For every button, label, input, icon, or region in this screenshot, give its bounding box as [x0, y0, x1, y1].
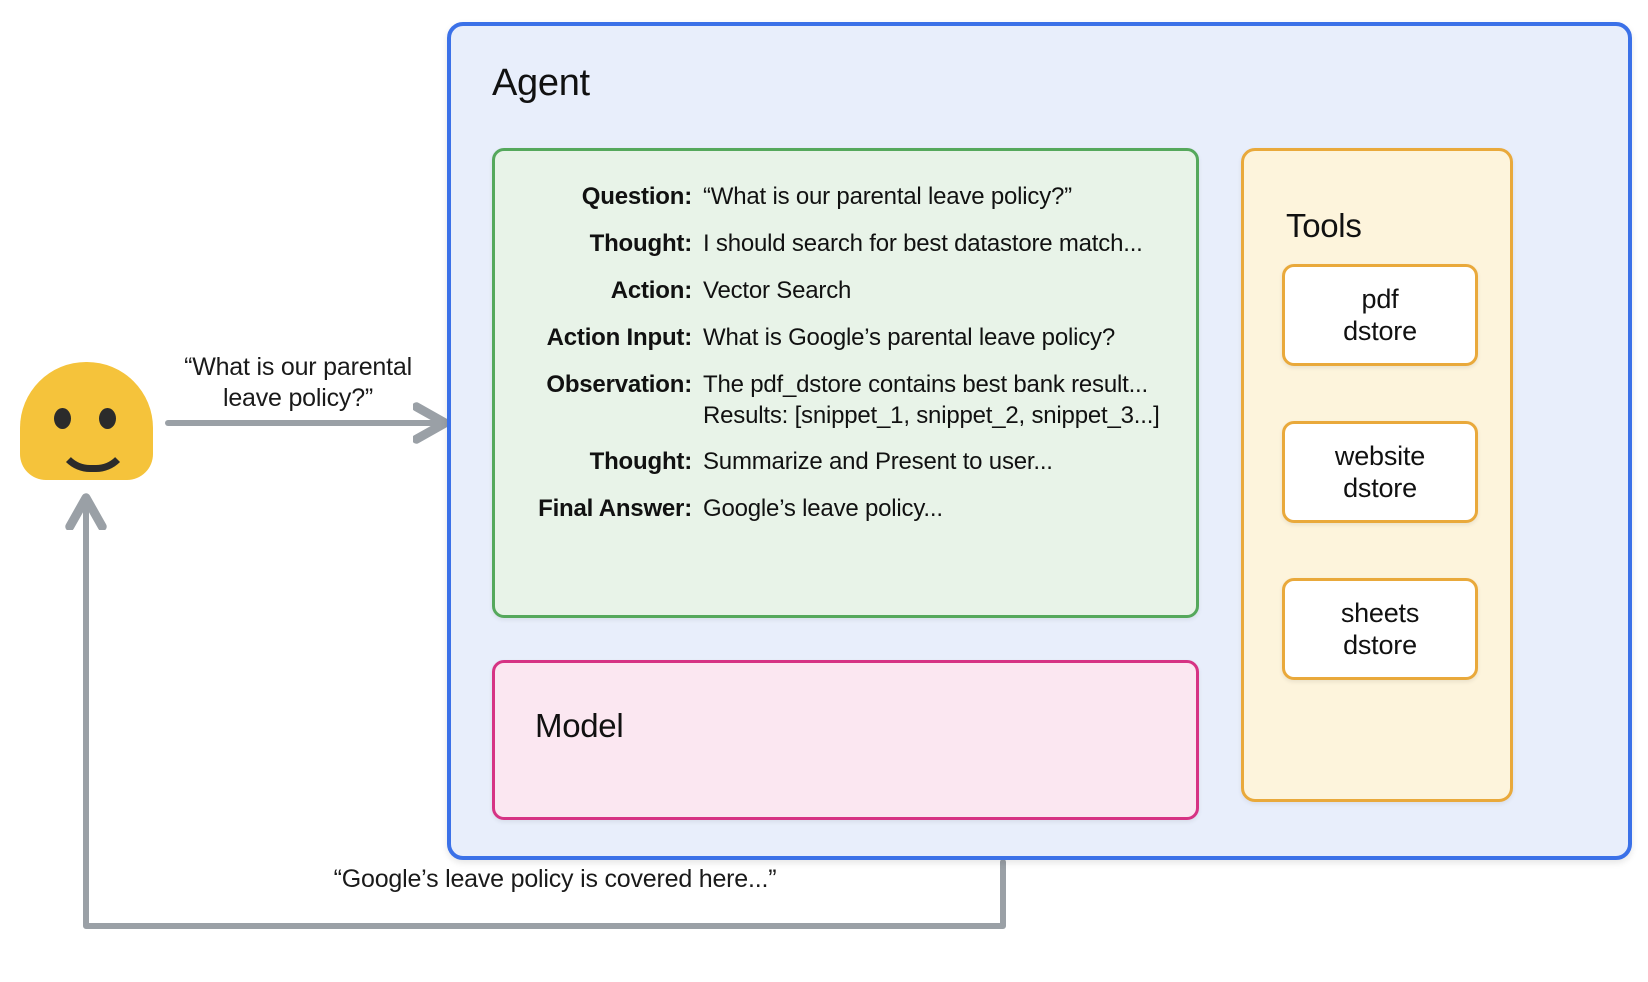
avatar-eye-right-icon — [99, 408, 116, 429]
react-row-final-answer: Final Answer: Google’s leave policy... — [495, 493, 1202, 524]
agent-answer-caption: “Google’s leave policy is covered here..… — [333, 865, 777, 893]
user-question-caption: “What is our parental leave policy?” — [184, 353, 412, 412]
react-value-final-answer: Google’s leave policy... — [703, 495, 943, 522]
react-label-thought-1: Thought: — [589, 230, 693, 257]
user-avatar — [20, 362, 153, 480]
avatar-smile-icon — [56, 428, 130, 472]
tools-list: pdf dstore website dstore sheets dstore — [1282, 264, 1478, 735]
react-trace-rows: Question: “What is our parental leave po… — [495, 181, 1202, 540]
tool-card-pdf-dstore[interactable]: pdf dstore — [1282, 264, 1478, 366]
react-value-observation: The pdf_dstore contains best bank result… — [703, 371, 1160, 429]
react-row-thought-2: Thought: Summarize and Present to user..… — [495, 446, 1202, 477]
react-trace-panel: Question: “What is our parental leave po… — [492, 148, 1199, 618]
react-label-final-answer: Final Answer: — [538, 495, 692, 522]
react-label-action: Action: — [610, 277, 692, 304]
agent-title: Agent — [492, 62, 590, 104]
tool-card-sheets-dstore[interactable]: sheets dstore — [1282, 578, 1478, 680]
tools-panel: Tools pdf dstore website dstore sheets d… — [1241, 148, 1513, 802]
react-value-action: Vector Search — [703, 277, 852, 304]
react-value-thought-2: Summarize and Present to user... — [703, 448, 1053, 475]
react-label-action-input: Action Input: — [546, 324, 693, 351]
react-row-action: Action: Vector Search — [495, 275, 1202, 306]
model-title: Model — [535, 707, 624, 744]
react-label-question: Question: — [581, 183, 692, 210]
react-row-question: Question: “What is our parental leave po… — [495, 181, 1202, 212]
react-value-thought-1: I should search for best datastore match… — [703, 230, 1143, 257]
react-row-observation: Observation: The pdf_dstore contains bes… — [495, 369, 1202, 431]
react-row-action-input: Action Input: What is Google’s parental … — [495, 322, 1202, 353]
react-value-action-input: What is Google’s parental leave policy? — [703, 324, 1115, 351]
react-value-question: “What is our parental leave policy?” — [703, 183, 1072, 210]
tool-card-website-dstore[interactable]: website dstore — [1282, 421, 1478, 523]
avatar-eye-left-icon — [54, 408, 71, 429]
model-panel: Model — [492, 660, 1199, 820]
react-row-thought-1: Thought: I should search for best datast… — [495, 228, 1202, 259]
react-label-thought-2: Thought: — [589, 448, 693, 475]
react-label-observation: Observation: — [546, 371, 692, 398]
tools-title: Tools — [1286, 207, 1362, 244]
agent-container: Agent Question: “What is our parental le… — [447, 22, 1632, 860]
